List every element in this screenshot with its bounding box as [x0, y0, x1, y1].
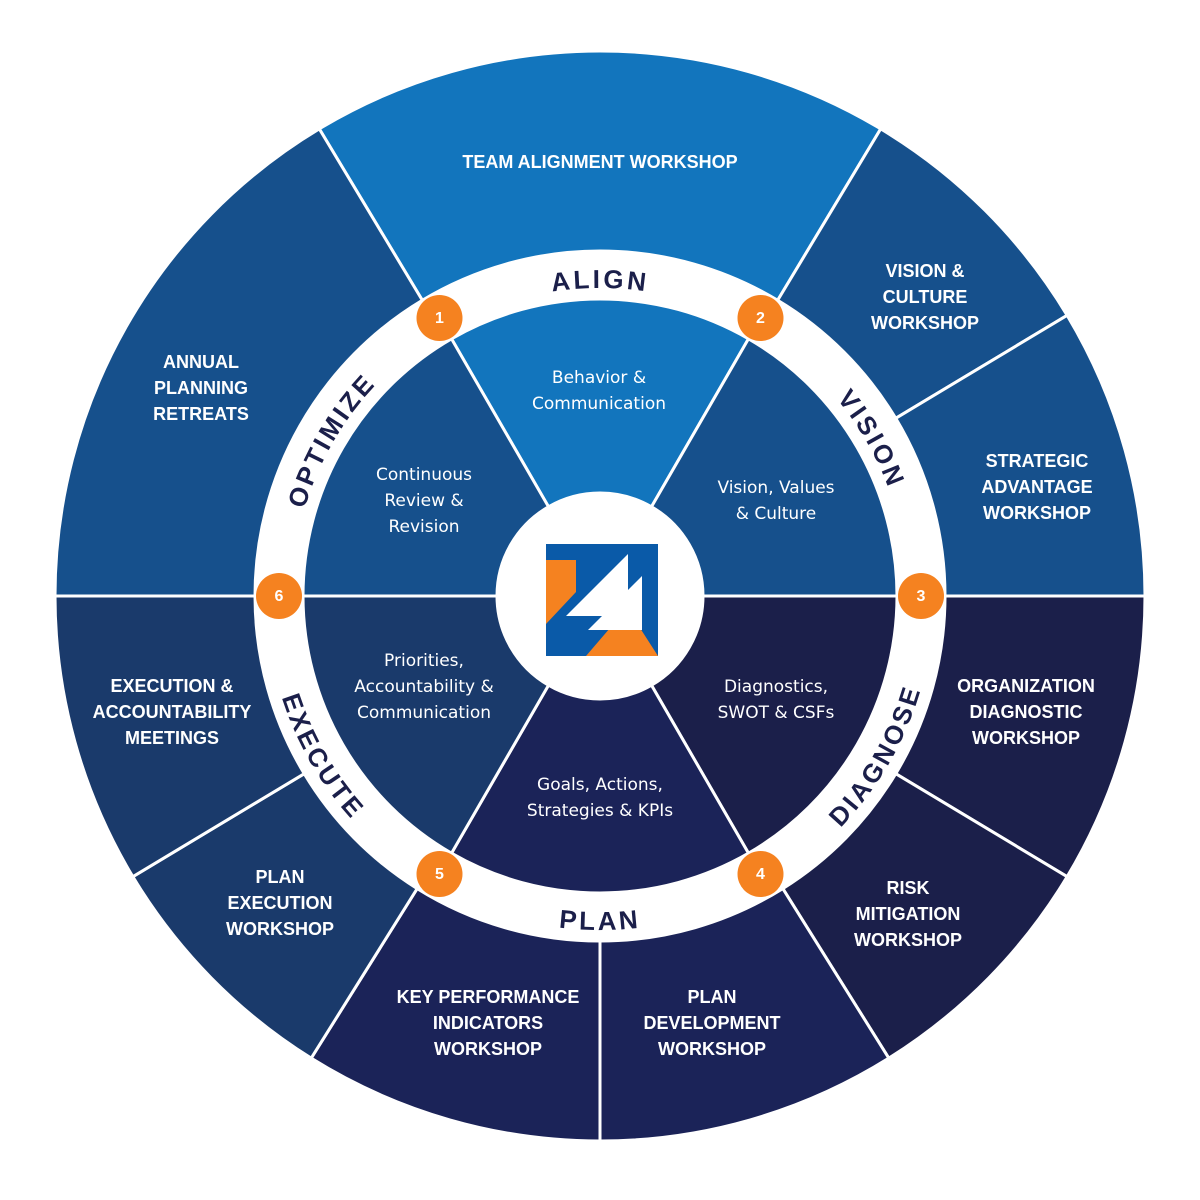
segment-label-strategic-advantage-workshop: STRATEGIC	[986, 451, 1089, 471]
focus-label-behavior-communication: Behavior &	[552, 368, 646, 388]
step-badge-6	[256, 573, 302, 619]
segment-label-risk-mitigation-workshop: RISK	[886, 878, 929, 898]
logo-orange-bottom-shape	[586, 628, 658, 656]
segment-label-plan-execution-workshop: WORKSHOP	[226, 919, 334, 939]
segment-label-plan-development-workshop: WORKSHOP	[658, 1039, 766, 1059]
segment-label-annual-planning-retreats: ANNUAL	[163, 352, 239, 372]
segment-label-annual-planning-retreats: RETREATS	[153, 404, 249, 424]
stage-label-plan: PLAN	[558, 904, 642, 936]
step-badge-2	[737, 295, 784, 342]
logo-orange-left-shape	[546, 560, 576, 624]
segment-label-organization-diagnostic-workshop: ORGANIZATION	[957, 676, 1095, 696]
segment-label-strategic-advantage-workshop: WORKSHOP	[983, 503, 1091, 523]
focus-label-goals-actions-strategies-kpis: Strategies & KPIs	[527, 801, 673, 821]
segment-label-execution-accountability-meetings: EXECUTION &	[110, 676, 233, 696]
step-number-3: 3	[917, 588, 926, 605]
segment-label-kpi-workshop: INDICATORS	[433, 1013, 543, 1033]
segment-label-annual-planning-retreats: PLANNING	[154, 378, 248, 398]
segment-label-vision-culture-workshop: WORKSHOP	[871, 313, 979, 333]
step-badge-3	[898, 573, 944, 619]
focus-label-behavior-communication: Communication	[532, 394, 666, 414]
segment-label-vision-culture-workshop: CULTURE	[883, 287, 968, 307]
segment-label-risk-mitigation-workshop: WORKSHOP	[854, 930, 962, 950]
focus-label-diagnostics-swot-csfs: Diagnostics,	[724, 677, 828, 697]
focus-label-goals-actions-strategies-kpis: Goals, Actions,	[537, 775, 663, 795]
inner-focus-ring	[301, 297, 899, 895]
segment-label-kpi-workshop: KEY PERFORMANCE	[397, 987, 580, 1007]
segment-label-team-alignment-workshop: TEAM ALIGNMENT WORKSHOP	[462, 152, 737, 172]
segment-label-execution-accountability-meetings: ACCOUNTABILITY	[93, 702, 252, 722]
segment-label-kpi-workshop: WORKSHOP	[434, 1039, 542, 1059]
segment-label-plan-execution-workshop: PLAN	[256, 867, 305, 887]
step-number-6: 6	[275, 588, 284, 605]
step-badge-5	[416, 850, 463, 897]
segment-label-risk-mitigation-workshop: MITIGATION	[856, 904, 961, 924]
logo-arrow-shape	[546, 554, 642, 636]
step-number-1: 1	[435, 310, 444, 327]
focus-label-vision-values-culture: & Culture	[736, 504, 817, 524]
focus-label-continuous-review-revision: Review &	[384, 491, 463, 511]
stage-label-align: ALIGN	[549, 264, 650, 298]
focus-label-continuous-review-revision: Revision	[388, 517, 459, 537]
segment-label-plan-execution-workshop: EXECUTION	[227, 893, 332, 913]
focus-label-priorities-accountability-communication: Priorities,	[384, 651, 464, 671]
segment-label-plan-development-workshop: PLAN	[688, 987, 737, 1007]
center-hub	[497, 493, 703, 699]
step-number-4: 4	[756, 866, 765, 883]
step-badge-1	[416, 295, 463, 342]
segment-label-vision-culture-workshop: VISION &	[885, 261, 964, 281]
focus-label-diagnostics-swot-csfs: SWOT & CSFs	[718, 703, 835, 723]
step-badge-4	[737, 850, 784, 897]
segment-label-organization-diagnostic-workshop: WORKSHOP	[972, 728, 1080, 748]
step-number-5: 5	[435, 866, 444, 883]
segment-label-strategic-advantage-workshop: ADVANTAGE	[981, 477, 1092, 497]
step-number-2: 2	[756, 310, 765, 327]
focus-label-continuous-review-revision: Continuous	[376, 465, 472, 485]
company-logo-icon	[546, 544, 658, 656]
segment-label-plan-development-workshop: DEVELOPMENT	[643, 1013, 780, 1033]
focus-label-priorities-accountability-communication: Accountability &	[354, 677, 493, 697]
segment-label-organization-diagnostic-workshop: DIAGNOSTIC	[969, 702, 1082, 722]
focus-label-vision-values-culture: Vision, Values	[717, 478, 834, 498]
focus-label-priorities-accountability-communication: Communication	[357, 703, 491, 723]
segment-label-execution-accountability-meetings: MEETINGS	[125, 728, 219, 748]
